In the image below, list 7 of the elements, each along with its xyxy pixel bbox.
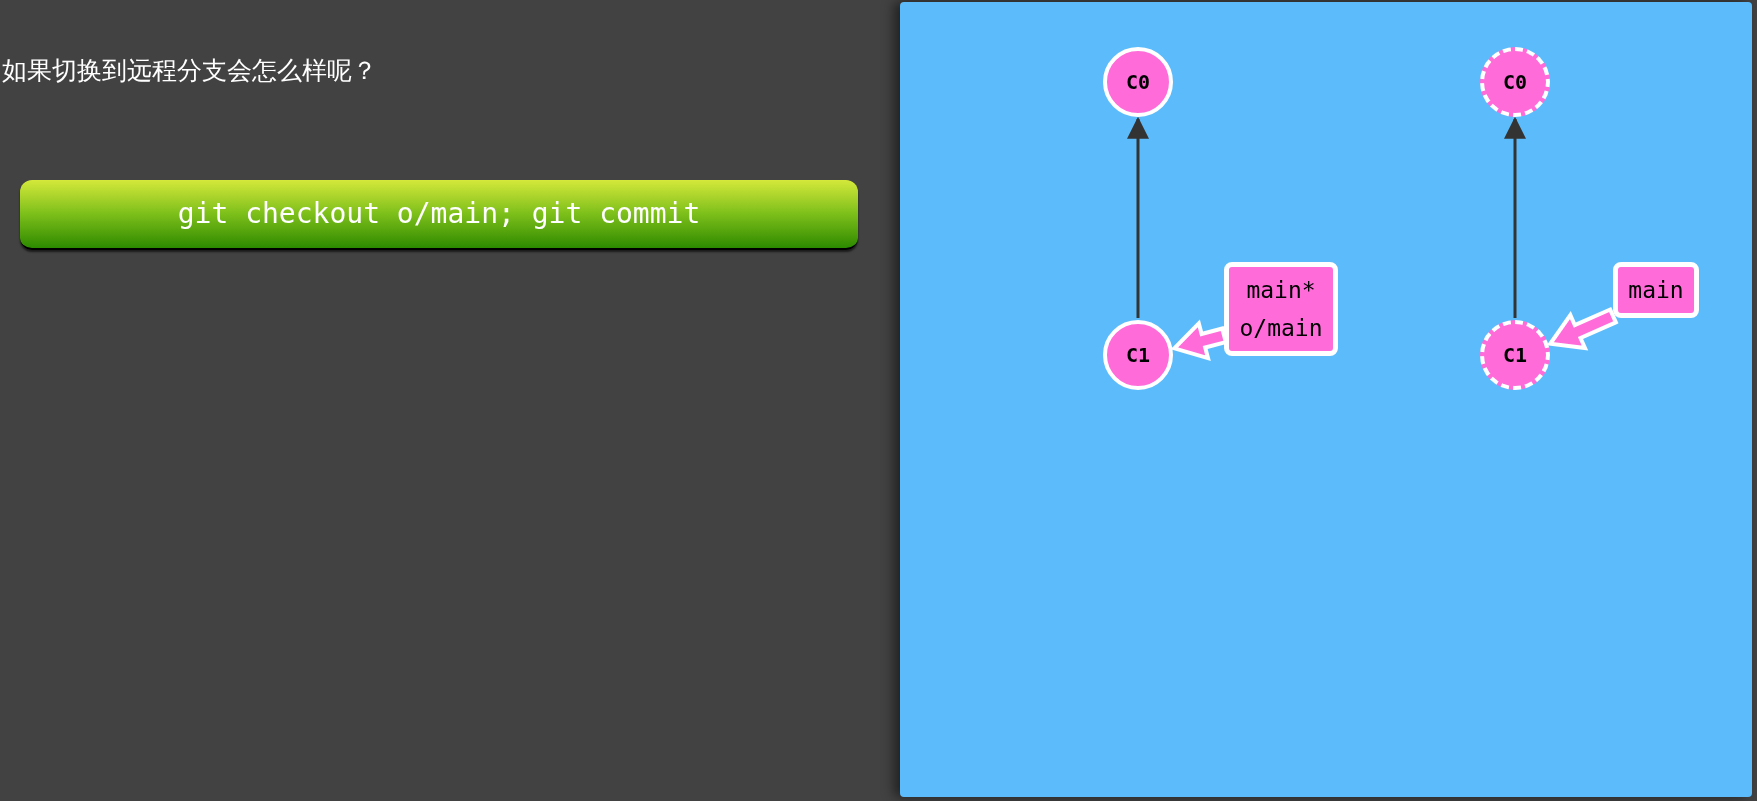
command-button: git checkout o/main; git commit [20, 180, 858, 250]
arrow [1546, 306, 1619, 351]
branch-label: main* o/main [1224, 262, 1338, 356]
branch-label: main [1613, 262, 1699, 318]
heading: 如果切换到远程分支会怎么样呢？ [2, 55, 377, 87]
arrow [1127, 116, 1149, 318]
arrow [1504, 116, 1526, 318]
